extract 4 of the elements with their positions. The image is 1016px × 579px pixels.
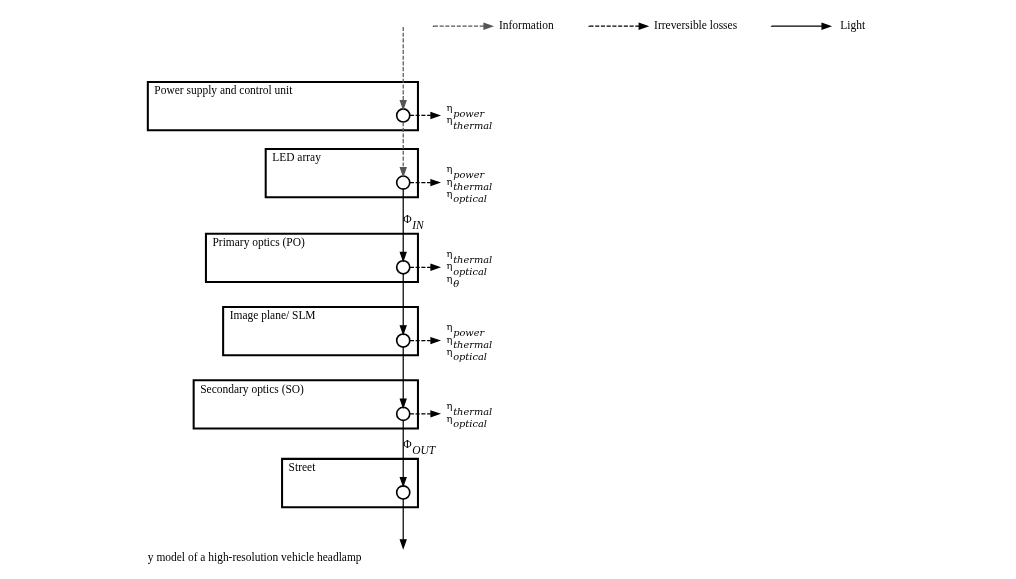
legend-label: Irreversible losses [654, 19, 738, 32]
caption: y model of a high-resolution vehicle headlamp [147, 551, 362, 564]
legend-label: Light [840, 19, 866, 32]
legend-label: Information [499, 19, 554, 32]
